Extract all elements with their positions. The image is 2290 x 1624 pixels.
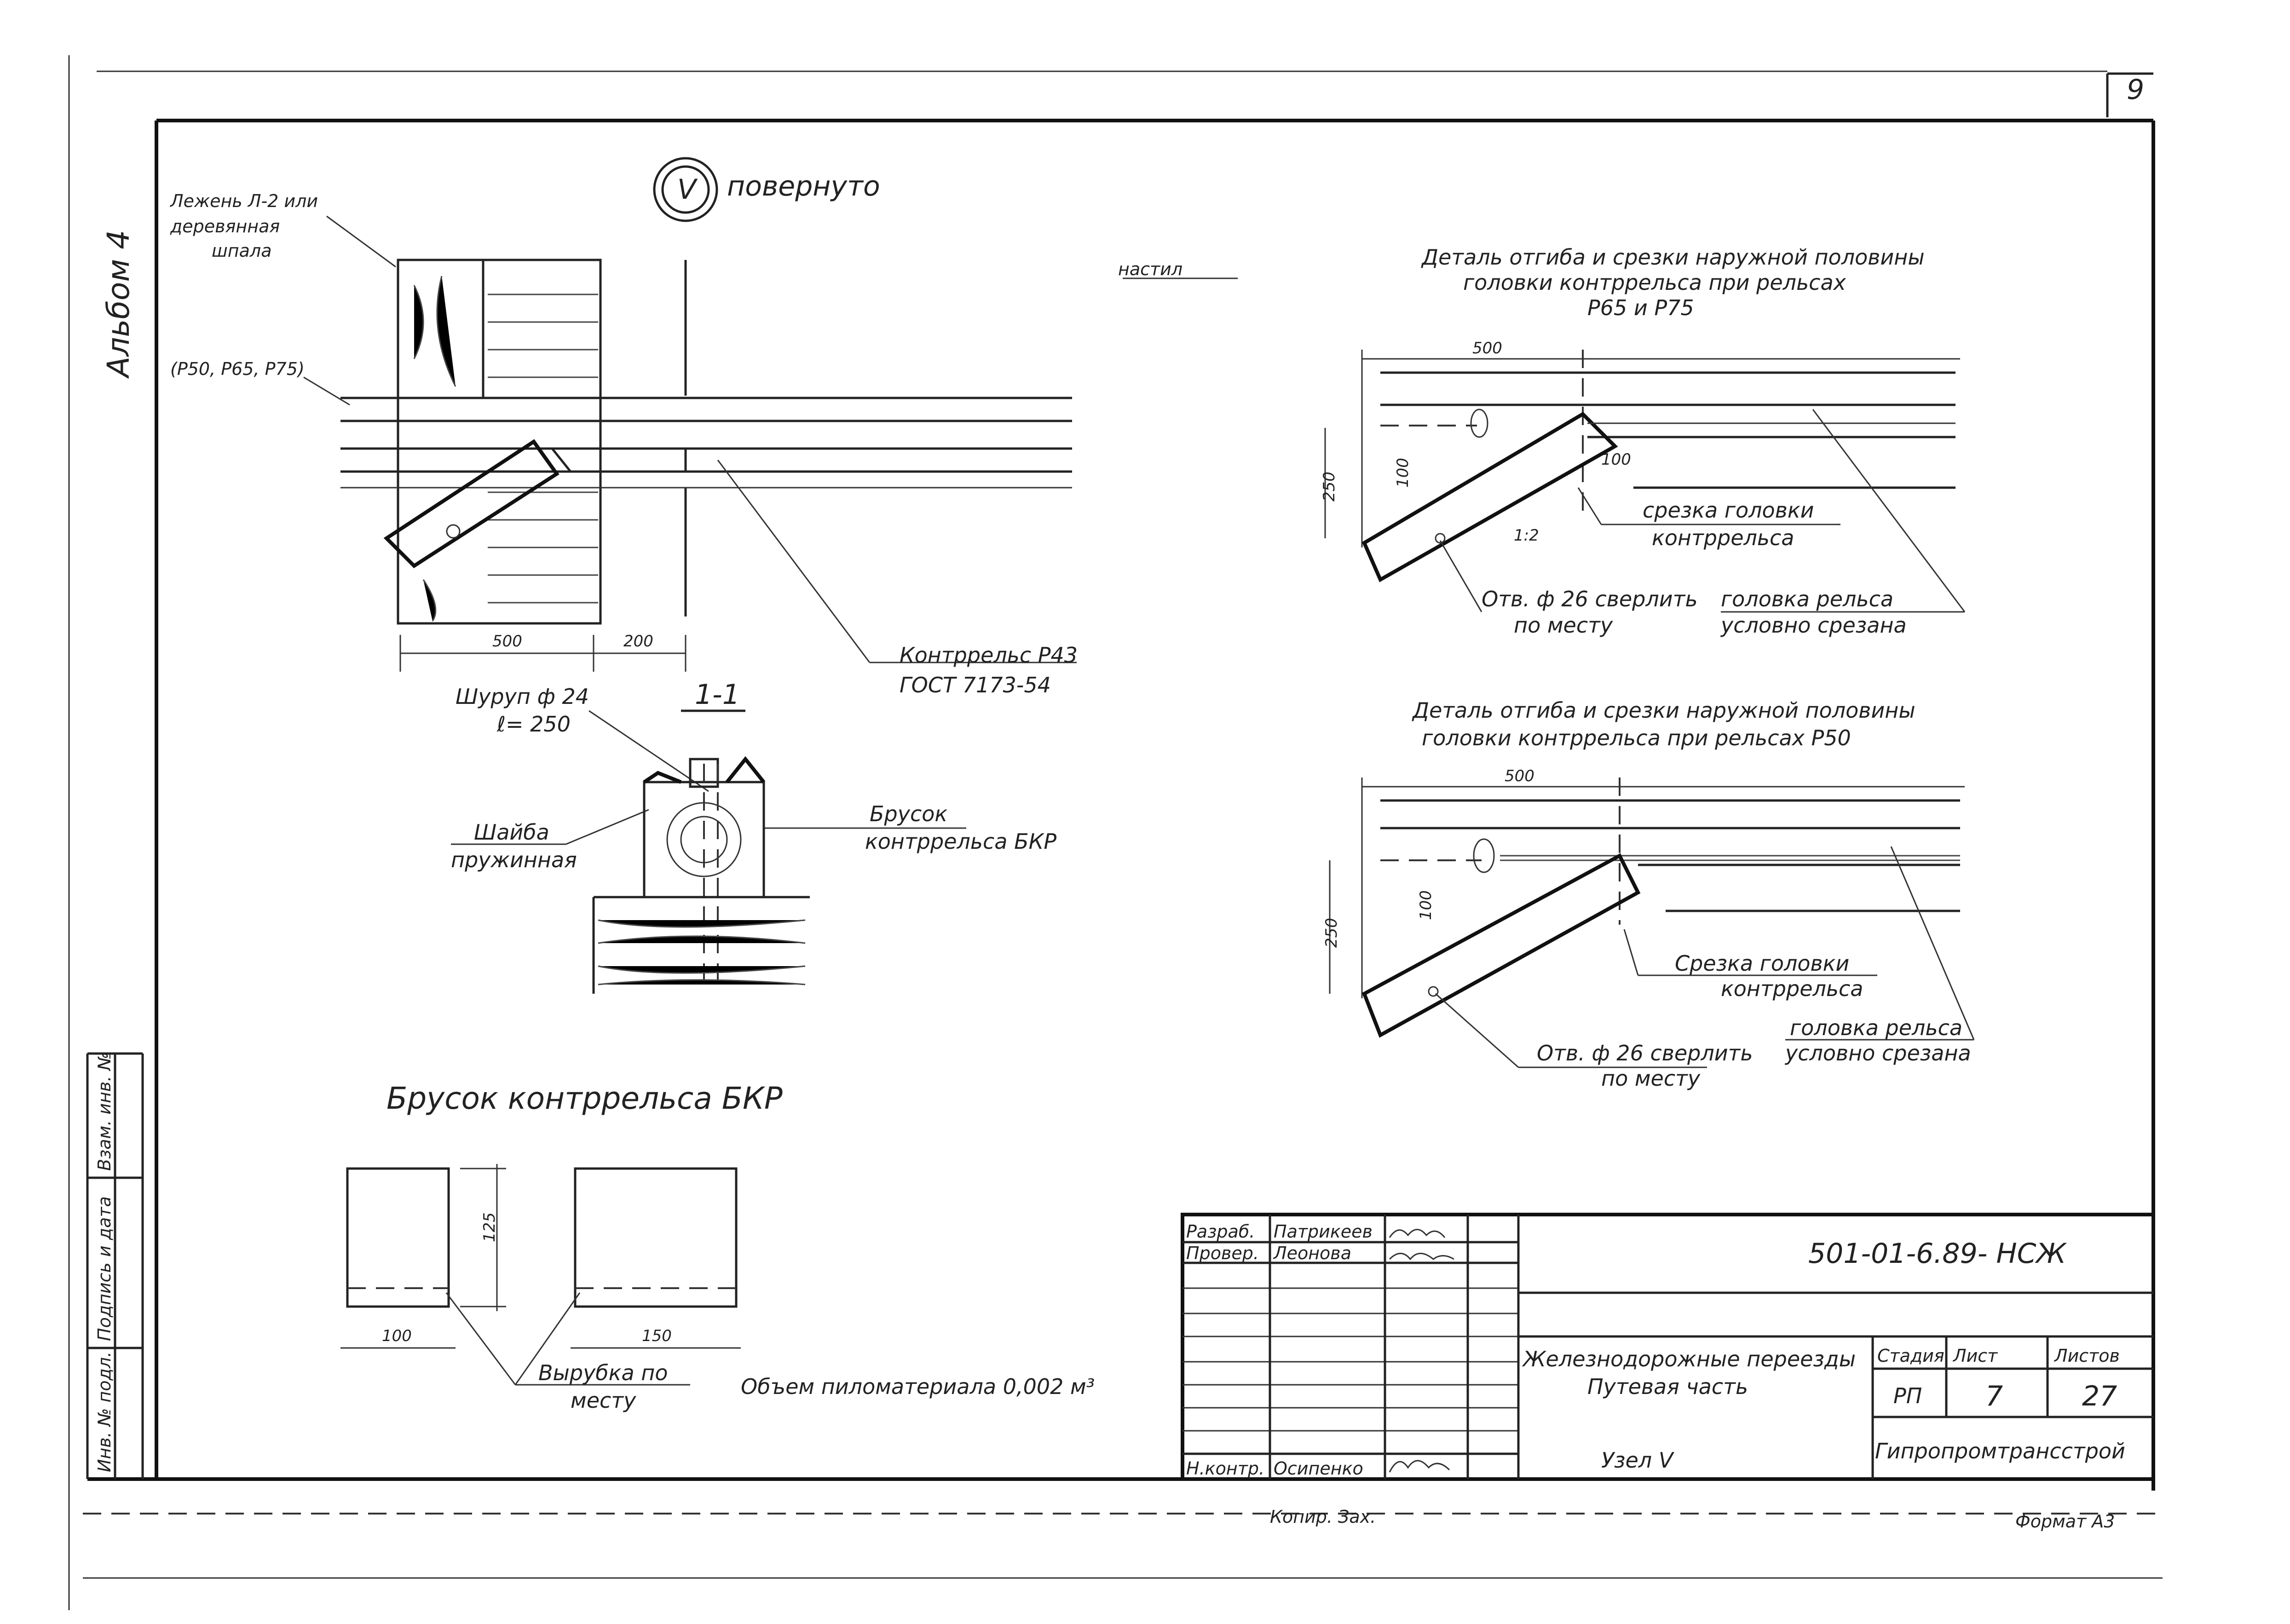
detail2-railhead-label: головка рельса [1790,1015,1962,1040]
approval-field-3: Инв. № подл. [94,1352,115,1472]
stage-value: РП [1893,1383,1922,1408]
detail1-railhead-cut: условно срезана [1720,613,1907,638]
detail2-dim-250: 250 [1322,918,1341,948]
role-checker: Провер. [1186,1243,1259,1263]
detail1-hole-label: Отв. ф 26 сверлить [1482,587,1698,611]
sleeper-label-3: шпала [212,241,271,261]
section-label: 1-1 [695,679,740,711]
detail1-hole-place: по месту [1514,613,1613,638]
frame-stamp-right: Формат А3 [2015,1511,2115,1532]
signature-checker [1389,1253,1454,1261]
rail-types-label: (Р50, Р65, Р75) [170,359,305,379]
guard-rail-label: Контррельс Р43 [900,643,1078,668]
detail1-dim-500: 500 [1472,339,1502,357]
screw-length: ℓ= 250 [496,712,571,737]
block-type: контррельса БКР [865,829,1056,854]
name-norm-control: Осипенко [1274,1458,1363,1479]
detail2-dim-500: 500 [1505,767,1534,785]
approval-field-2: Подпись и дата [94,1196,115,1341]
signature-developer [1389,1229,1446,1238]
dim-500: 500 [492,632,522,651]
drawing-code: 501-01-6.89- НСЖ [1808,1238,2067,1270]
project-name: Железнодорожные переезды [1522,1347,1856,1371]
detail1-slope: 1:2 [1514,526,1539,545]
organization: Гипропромтрансстрой [1875,1439,2125,1463]
cutout-place: месту [571,1388,636,1413]
sheet-content: Узел V [1601,1448,1675,1473]
detail1-dim-100a: 100 [1394,458,1412,488]
detail1-title-1: Деталь отгиба и срезки наружной половины [1421,245,1925,270]
detail1-title-3: Р65 и Р75 [1587,295,1694,320]
sleeper-label-2: деревянная [170,216,280,236]
frame-stamp-left: Копир. Зах. [1270,1507,1376,1527]
name-developer: Патрикеев [1274,1221,1373,1242]
detail2-cut-label-2: контррельса [1721,976,1863,1001]
screw-label: Шуруп ф 24 [456,684,589,709]
name-checker: Леонова [1273,1243,1351,1263]
stage-header: Стадия [1877,1346,1944,1366]
detail1-dim-100b: 100 [1601,450,1631,469]
detail2-dim-100: 100 [1417,890,1435,920]
dim-200: 200 [623,632,653,651]
sheets-header: Листов [2054,1346,2120,1366]
view-title: повернуто [727,170,880,202]
project-part: Путевая часть [1587,1374,1748,1399]
detail2-hole-place: по месту [1601,1066,1701,1091]
detail1-title-2: головки контррельса при рельсах [1463,270,1846,295]
dim-125: 125 [480,1212,499,1242]
album-label: Альбом 4 [101,230,136,379]
detail1-dim-250: 250 [1320,472,1338,501]
dim-100: 100 [382,1327,412,1345]
bkr-title: Брусок контррельса БКР [386,1081,783,1116]
sheet-value: 7 [1985,1380,2003,1412]
detail1-railhead-label: головка рельса [1721,587,1893,611]
detail1-cut-label: срезка головки [1643,498,1814,523]
sheets-value: 27 [2082,1380,2117,1412]
detail2-title-1: Деталь отгиба и срезки наружной половины [1412,698,1915,723]
lumber-volume: Объем пиломатериала 0,002 м³ [741,1374,1095,1399]
deck-label: настил [1118,259,1182,279]
approval-field-1: Взам. инв. № [94,1052,115,1171]
page-number: 9 [2127,74,2144,106]
sheet-header: Лист [1952,1346,1998,1366]
block-label: Брусок [870,801,947,826]
guard-rail-standard: ГОСТ 7173-54 [900,673,1051,697]
role-norm-control: Н.контр. [1186,1458,1264,1479]
signature-norm-control [1389,1460,1450,1473]
cutout-label: Вырубка по [538,1360,668,1385]
detail2-title-2: головки контррельса при рельсах Р50 [1422,726,1851,750]
washer-type: пружинная [451,847,577,872]
detail2-hole-label: Отв. ф 26 сверлить [1537,1041,1753,1065]
dim-150: 150 [642,1327,672,1345]
detail2-railhead-cut: условно срезана [1784,1041,1971,1065]
detail1-cut-label-2: контррельса [1652,525,1794,550]
washer-label: Шайба [474,820,549,845]
view-marker: V [677,173,698,206]
sleeper-label-1: Лежень Л-2 или [169,191,318,211]
detail2-cut-label: Срезка головки [1675,951,1849,976]
role-developer: Разраб. [1186,1221,1255,1242]
